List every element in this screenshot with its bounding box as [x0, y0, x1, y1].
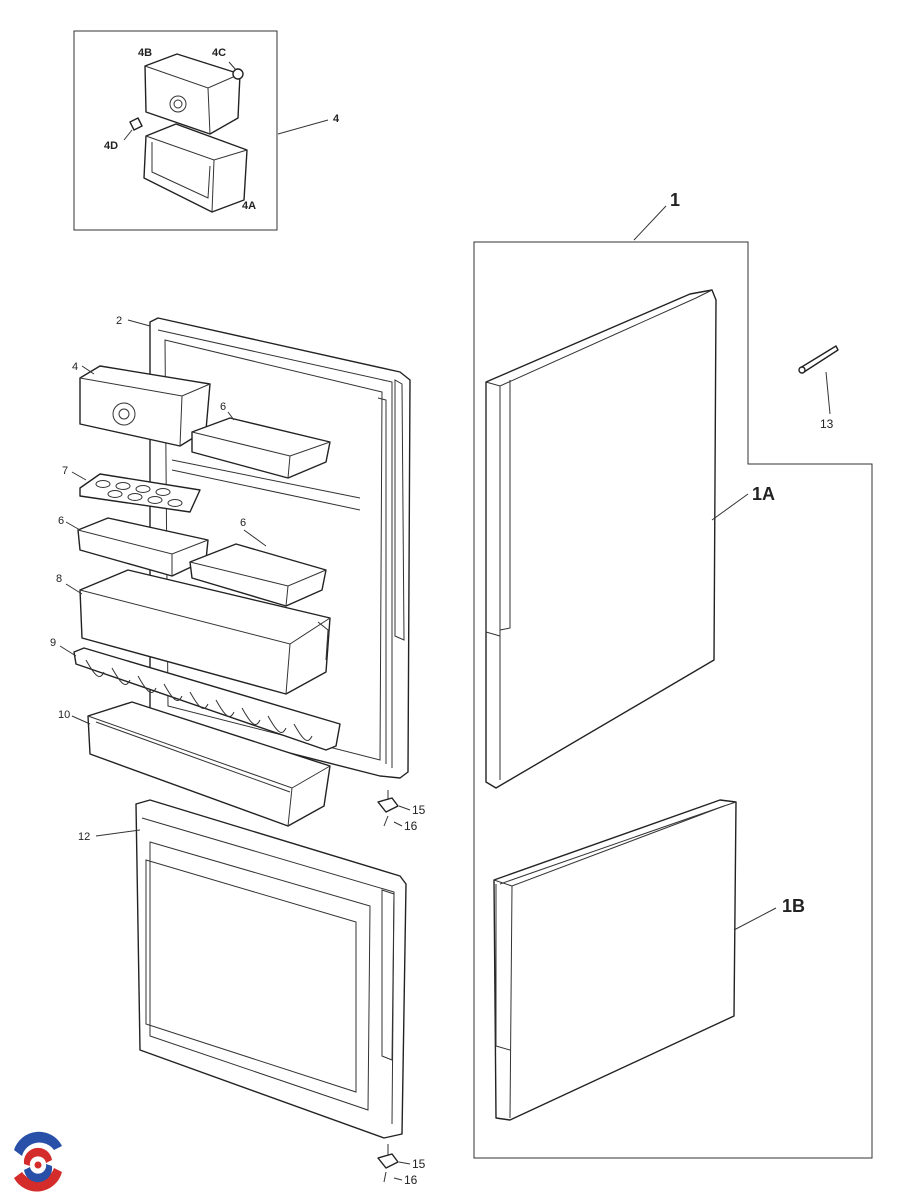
label-4a: 4A [242, 200, 256, 212]
swirl-logo-icon [10, 1131, 66, 1192]
inset-frame [73, 30, 278, 231]
label-12: 12 [78, 831, 90, 843]
label-16-upper: 16 [404, 819, 418, 833]
label-15-lower: 15 [412, 1157, 426, 1171]
knob-4c [228, 61, 244, 80]
screw-part [798, 345, 839, 415]
label-1a: 1A [752, 484, 775, 504]
label-1: 1 [670, 190, 680, 210]
hinge-upper [377, 790, 411, 827]
egg-tray [79, 473, 201, 513]
label-6-upper: 6 [220, 401, 226, 413]
label-4: 4 [72, 361, 78, 373]
leader-1b [733, 907, 777, 931]
label-6-left: 6 [58, 515, 64, 527]
fridge-outer-door [493, 799, 737, 1121]
leader-lines [59, 319, 267, 837]
bottle-shelf [79, 569, 331, 695]
label-1b: 1B [782, 896, 805, 916]
leader-1a [711, 493, 749, 521]
fridge-inner-door [135, 799, 407, 1139]
label-15-upper: 15 [412, 803, 426, 817]
label-13: 13 [820, 417, 834, 431]
label-4c: 4C [212, 47, 226, 59]
shelf-small-upper [191, 417, 331, 479]
label-4d: 4D [104, 140, 118, 152]
label-inset-4: 4 [333, 113, 340, 125]
label-9: 9 [50, 637, 56, 649]
label-4b: 4B [138, 47, 152, 59]
freezer-inner-door-assembly [73, 317, 411, 827]
inset-dairy-compartment: 4B 4C 4D 4A 4 [73, 30, 340, 231]
label-2: 2 [116, 315, 122, 327]
label-10: 10 [58, 709, 70, 721]
dairy-lid-4b [144, 53, 241, 135]
knob-4d [123, 117, 143, 141]
label-6-right: 6 [240, 517, 246, 529]
door-guard [73, 647, 341, 751]
label-8: 8 [56, 573, 62, 585]
freezer-outer-door [485, 289, 717, 789]
dairy-box-4a [143, 123, 248, 213]
bottle-bin [87, 701, 331, 827]
door-set-frame [473, 205, 873, 1159]
label-16-lower: 16 [404, 1173, 418, 1187]
shelf-small-right [189, 543, 327, 607]
hinge-lower [377, 1144, 411, 1183]
label-7: 7 [62, 465, 68, 477]
inset-leader-line [277, 119, 329, 135]
